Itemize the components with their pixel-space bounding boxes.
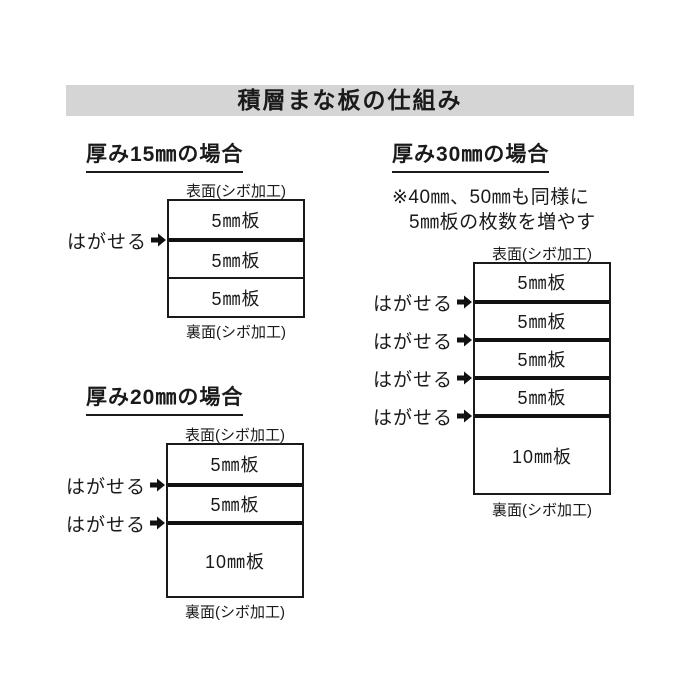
back-surface-label-20mm: 裏面(シボ加工) <box>185 604 285 621</box>
peel-divider <box>168 483 302 487</box>
layer-box-30mm: 5㎜板 5㎜板 5㎜板 5㎜板 10㎜板 <box>473 262 611 495</box>
back-surface-label-15mm: 裏面(シボ加工) <box>186 324 286 341</box>
peel-callout: はがせる <box>65 474 166 498</box>
peel-arrow-icon <box>150 478 165 492</box>
peel-divider <box>475 414 609 418</box>
peel-arrow-icon <box>457 409 472 423</box>
layer-5mm: 5㎜板 <box>517 350 567 370</box>
seam-divider <box>169 277 303 279</box>
peel-label: はがせる <box>66 231 147 253</box>
peel-label: はがせる <box>372 369 453 391</box>
layer-5mm: 5㎜板 <box>517 312 567 332</box>
layer-5mm: 5㎜板 <box>517 388 567 408</box>
peel-callout: はがせる <box>372 291 473 315</box>
layer-10mm: 10㎜板 <box>204 551 266 572</box>
back-surface-label-30mm: 裏面(シボ加工) <box>492 502 592 519</box>
front-surface-label-15mm: 表面(シボ加工) <box>186 183 286 200</box>
peel-label: はがせる <box>65 476 146 498</box>
page-title: 積層まな板の仕組み <box>66 85 634 116</box>
layer-5mm: 5㎜板 <box>211 288 261 309</box>
peel-label: はがせる <box>372 293 453 315</box>
peel-arrow-icon <box>457 333 472 347</box>
layer-5mm: 5㎜板 <box>210 455 260 475</box>
peel-label: はがせる <box>372 331 453 353</box>
peel-callout: はがせる <box>65 512 166 536</box>
section-heading-15mm: 厚み15㎜の場合 <box>86 138 244 173</box>
layer-5mm: 5㎜板 <box>517 273 567 293</box>
peel-divider <box>475 300 609 304</box>
peel-divider <box>475 338 609 342</box>
note-line-1: ※40㎜、50㎜も同様に <box>392 187 590 208</box>
section-heading-30mm: 厚み30㎜の場合 <box>392 138 550 173</box>
peel-callout: はがせる <box>66 229 167 253</box>
front-surface-label-30mm: 表面(シボ加工) <box>492 246 592 263</box>
peel-callout: はがせる <box>372 367 473 391</box>
peel-label: はがせる <box>372 407 453 429</box>
peel-arrow-icon <box>150 516 165 530</box>
layer-box-20mm: 5㎜板 5㎜板 10㎜板 <box>166 443 304 598</box>
front-surface-label-20mm: 表面(シボ加工) <box>185 427 285 444</box>
peel-arrow-icon <box>151 233 166 247</box>
layer-10mm: 10㎜板 <box>511 446 573 467</box>
peel-divider <box>168 521 302 525</box>
note-line-2: 5㎜板の枚数を増やす <box>409 212 596 233</box>
peel-divider <box>475 376 609 380</box>
peel-callout: はがせる <box>372 405 473 429</box>
section-heading-20mm: 厚み20㎜の場合 <box>86 381 244 416</box>
peel-divider <box>169 238 303 242</box>
layer-5mm: 5㎜板 <box>211 250 261 271</box>
layer-5mm: 5㎜板 <box>211 210 261 231</box>
peel-label: はがせる <box>65 514 146 536</box>
peel-arrow-icon <box>457 295 472 309</box>
layer-5mm: 5㎜板 <box>210 495 260 515</box>
peel-arrow-icon <box>457 371 472 385</box>
peel-callout: はがせる <box>372 329 473 353</box>
layer-box-15mm: 5㎜板 5㎜板 5㎜板 <box>167 199 305 318</box>
